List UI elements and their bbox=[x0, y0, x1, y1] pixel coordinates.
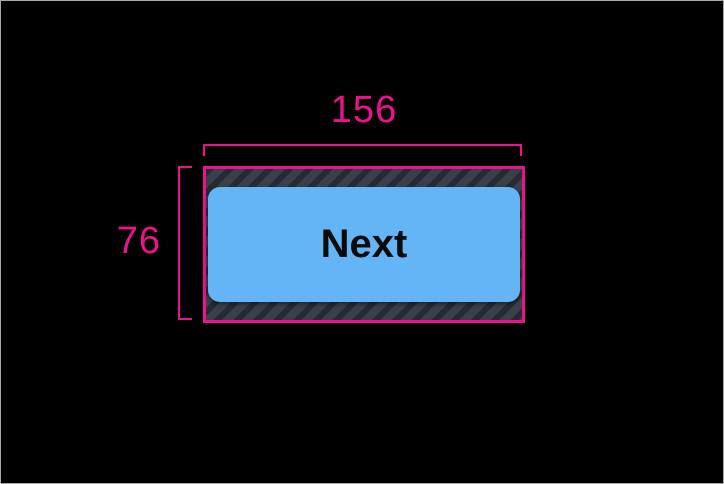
widget-bounds-outline: Next bbox=[203, 166, 525, 323]
height-measure-bracket bbox=[178, 166, 192, 320]
next-button[interactable]: Next bbox=[208, 187, 520, 302]
width-dimension-label: 156 bbox=[330, 89, 398, 131]
height-dimension-label: 76 bbox=[116, 220, 161, 262]
width-measure-bracket bbox=[203, 144, 522, 156]
